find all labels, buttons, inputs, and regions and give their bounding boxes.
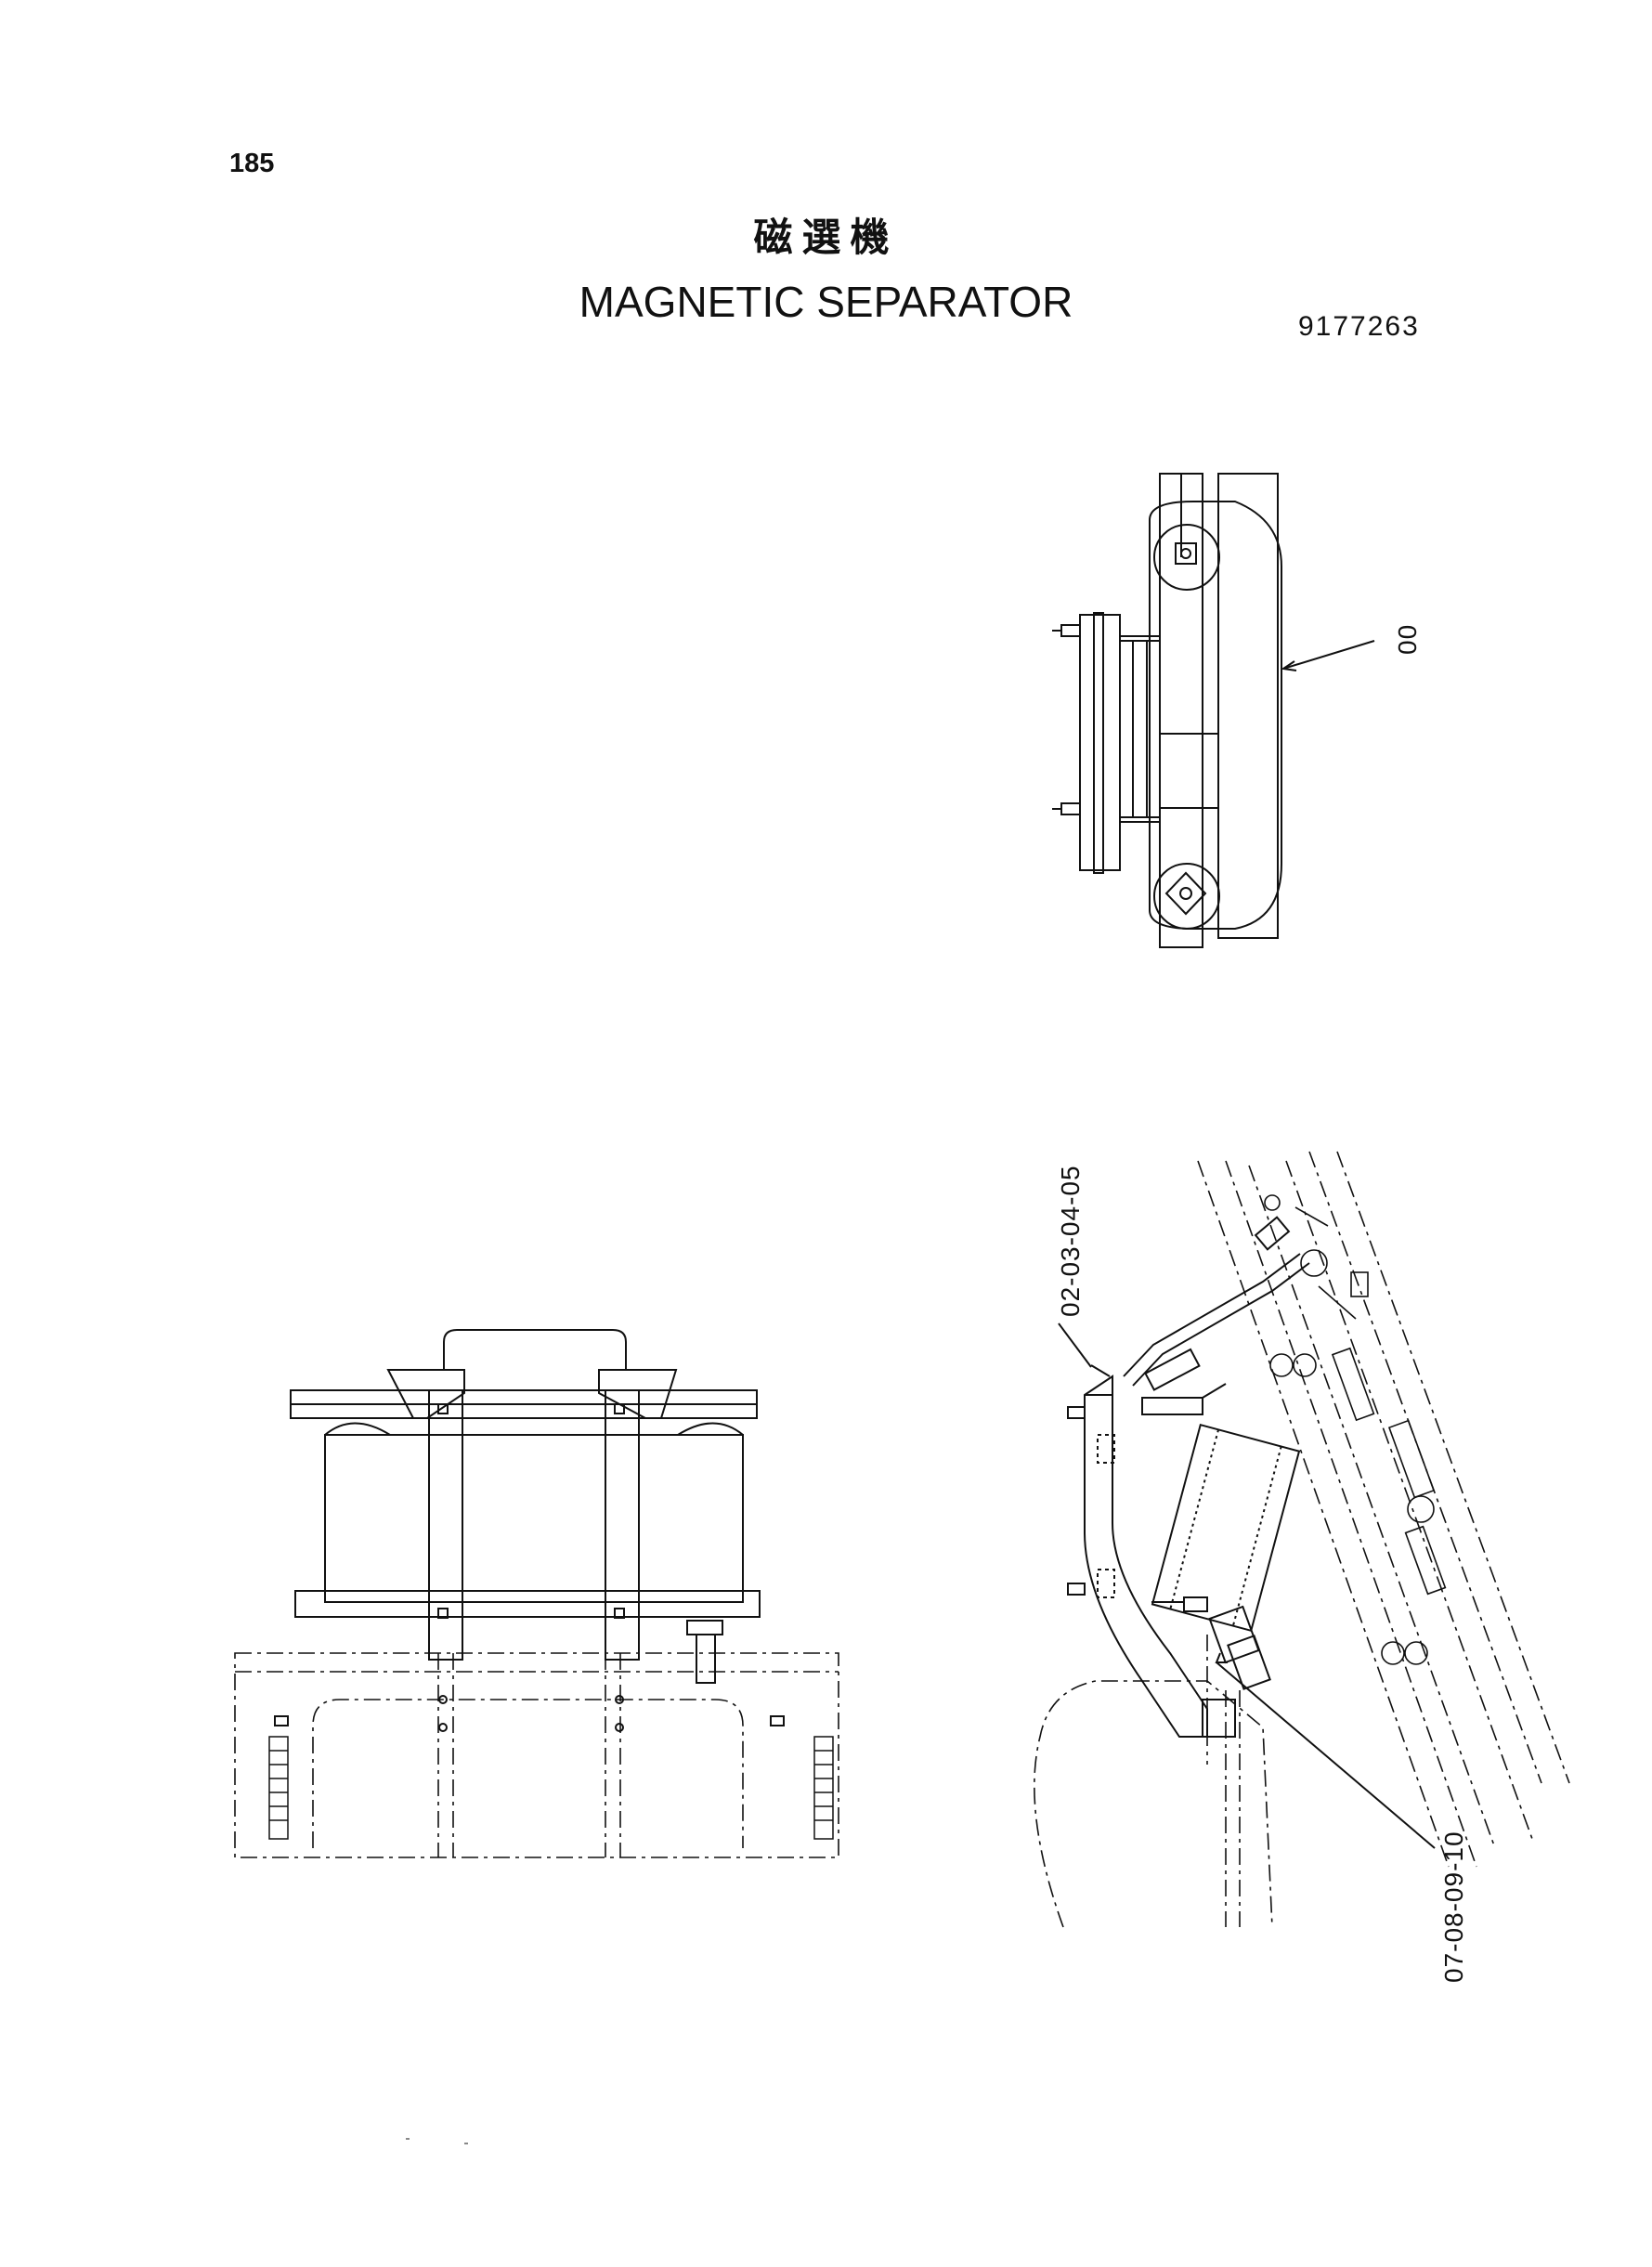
title-japanese: 磁選機 — [753, 215, 899, 260]
top-view-separator — [1052, 473, 1375, 948]
title-english: MAGNETIC SEPARATOR — [579, 278, 1073, 326]
page-number: 185 — [229, 149, 275, 178]
part-number: 9177263 — [1298, 311, 1420, 342]
front-view-separator — [234, 1329, 839, 1858]
side-view-separator — [1034, 1151, 1570, 1928]
scan-marks — [406, 2138, 468, 2144]
